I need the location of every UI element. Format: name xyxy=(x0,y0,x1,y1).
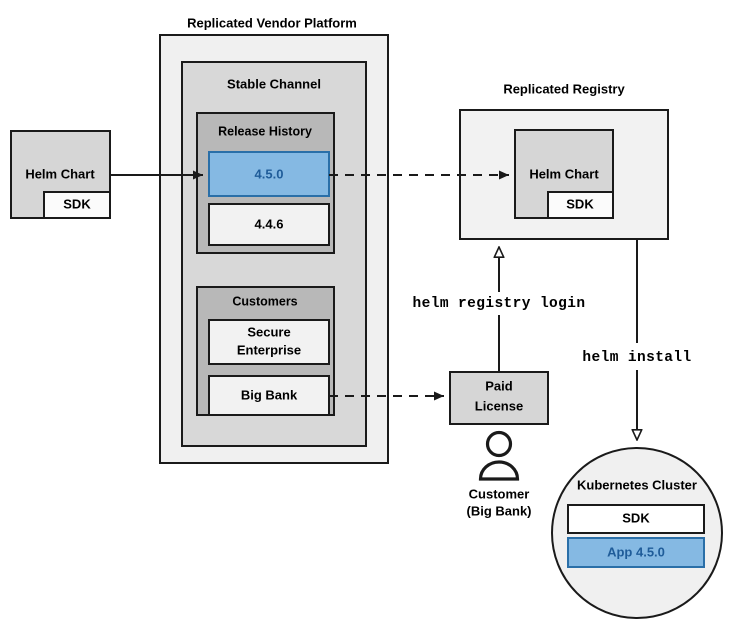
source-helm-chart-label: Helm Chart xyxy=(25,166,95,181)
registry-helm-chart-label: Helm Chart xyxy=(529,166,599,181)
edge-label-helm-registry-login: helm registry login xyxy=(413,296,586,312)
cluster-item-sdk[interactable] xyxy=(567,504,705,534)
edge-label-helm-install: helm install xyxy=(582,350,691,366)
release-item-4-4-6[interactable] xyxy=(208,203,330,246)
cluster-item-app[interactable] xyxy=(567,537,705,568)
kubernetes-cluster-label: Kubernetes Cluster xyxy=(577,477,697,492)
release-item-4-4-6-label: 4.4.6 xyxy=(255,216,284,231)
vendor-platform-title: Replicated Vendor Platform xyxy=(187,15,357,30)
cluster-item-app-label: App 4.5.0 xyxy=(607,544,665,559)
customer-actor-label-line1: Customer xyxy=(469,486,530,501)
registry-helm-chart-sdk-label: SDK xyxy=(566,196,594,211)
person-icon xyxy=(478,430,520,481)
release-item-4-5-0-label: 4.5.0 xyxy=(255,166,284,181)
paid-license-label-line1: Paid xyxy=(485,378,513,393)
replicated-registry-title: Replicated Registry xyxy=(503,81,625,96)
stable-channel-label: Stable Channel xyxy=(227,76,321,91)
customer-big-bank-label: Big Bank xyxy=(241,387,298,402)
customer-big-bank[interactable] xyxy=(208,375,330,416)
paid-license-label-line2: License xyxy=(475,398,523,413)
release-history-label: Release History xyxy=(218,124,312,138)
registry-helm-chart-sdk-box[interactable] xyxy=(547,191,614,219)
customer-secure-enterprise-label-line1: Secure xyxy=(247,324,290,339)
customer-secure-enterprise[interactable] xyxy=(208,319,330,365)
source-helm-chart-sdk-box[interactable] xyxy=(43,191,111,219)
release-item-4-5-0[interactable] xyxy=(208,151,330,197)
customer-secure-enterprise-label-line2: Enterprise xyxy=(237,342,301,357)
customers-label: Customers xyxy=(232,294,297,308)
cluster-item-sdk-label: SDK xyxy=(622,510,650,525)
source-helm-chart-sdk-label: SDK xyxy=(63,196,91,211)
customer-actor-label-line2: (Big Bank) xyxy=(467,503,532,518)
